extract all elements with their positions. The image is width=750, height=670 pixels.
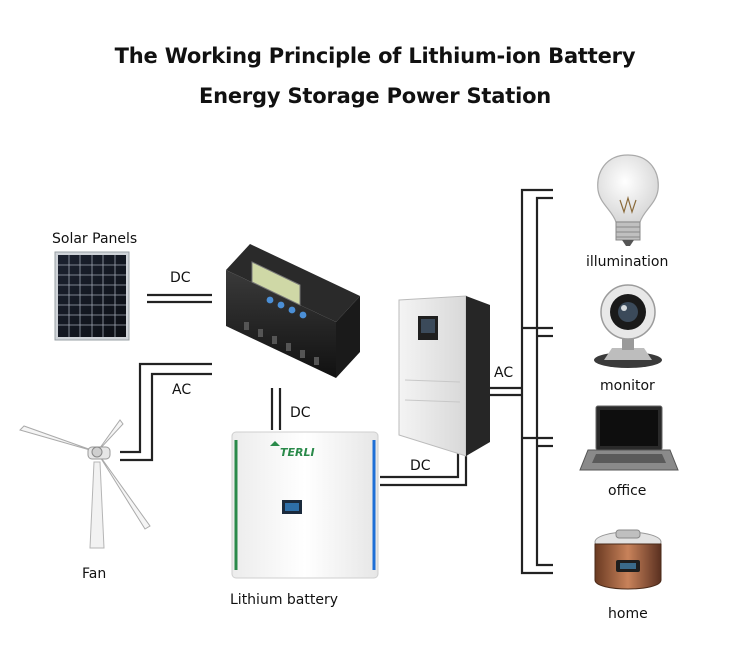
illumination-label: illumination — [586, 254, 669, 270]
wire-inverter-loads — [490, 188, 553, 575]
wind-turbine-icon — [19, 419, 151, 549]
inverter-icon — [398, 295, 490, 457]
office-label: office — [608, 483, 647, 499]
fan-label: Fan — [82, 566, 107, 582]
wire-battery-inverter — [380, 450, 468, 487]
dc-label-battery: DC — [290, 405, 311, 421]
wire-controller-battery — [270, 388, 282, 430]
wires — [120, 188, 553, 575]
ac-label-fan: AC — [172, 382, 192, 398]
monitor-label: monitor — [600, 378, 655, 394]
webcam-icon — [594, 284, 662, 368]
wire-fan-controller — [120, 362, 212, 462]
title-line-1: The Working Principle of Lithium-ion Bat… — [114, 44, 636, 68]
title-line-2: Energy Storage Power Station — [198, 84, 552, 108]
ac-label-loads: AC — [494, 365, 514, 381]
home-label: home — [608, 606, 648, 622]
wire-solar-controller — [147, 293, 212, 304]
rice-cooker-icon — [594, 529, 662, 590]
solar-panels-label: Solar Panels — [52, 231, 138, 247]
dc-label-inverter: DC — [410, 458, 431, 474]
dc-label-solar: DC — [170, 270, 191, 286]
lithium-battery-label: Lithium battery — [230, 592, 339, 608]
light-bulb-icon — [597, 154, 659, 246]
battery-icon — [231, 431, 379, 579]
solar-panel-icon — [54, 251, 130, 341]
laptop-icon — [579, 405, 679, 471]
charge-controller-icon — [226, 244, 360, 378]
battery-brand-label: TERLI — [280, 446, 315, 459]
